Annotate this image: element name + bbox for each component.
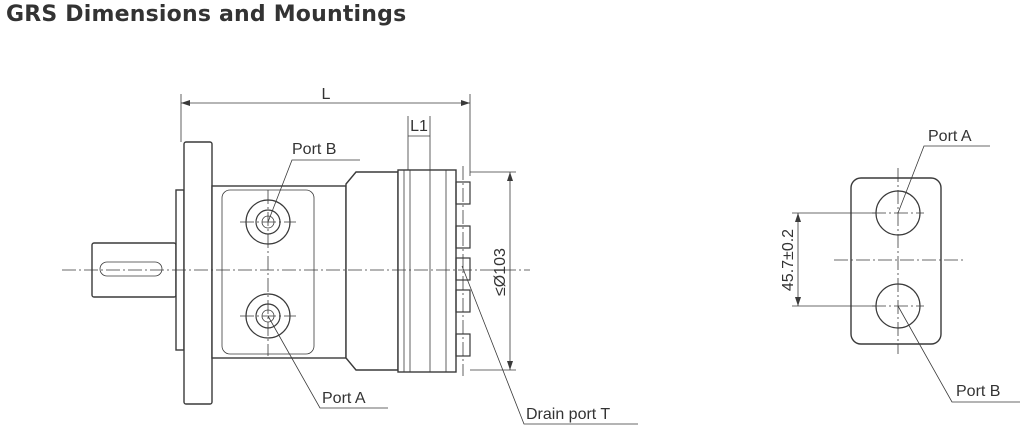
dim-spacing-text: 45.7±0.2 <box>780 229 797 291</box>
end-cover <box>397 169 457 373</box>
shaft-keyway <box>99 261 163 277</box>
side-label-port-b: Port B <box>956 383 1000 400</box>
callout-port-b: Port B <box>267 141 360 223</box>
gerotor-housing <box>345 171 399 371</box>
dimension-length: L <box>180 86 471 176</box>
side-callout-port-a: Port A <box>897 128 990 214</box>
dimension-diameter: ≤Ø103 <box>470 171 516 371</box>
port-housing <box>211 185 347 359</box>
label-drain-port: Drain port T <box>526 406 610 423</box>
side-callout-port-b: Port B <box>897 305 1020 403</box>
port-face-plate <box>850 177 942 345</box>
dimension-l1: L1 <box>407 116 431 170</box>
page-title: GRS Dimensions and Mountings <box>6 2 407 27</box>
side-view: 45.7±0.2 Port A Port B <box>780 128 1020 403</box>
label-port-b: Port B <box>292 141 336 158</box>
side-label-port-a: Port A <box>928 128 972 145</box>
label-port-a: Port A <box>322 390 366 407</box>
dim-diameter-text: ≤Ø103 <box>492 248 509 296</box>
dim-length-text: L <box>322 86 331 103</box>
callout-port-a: Port A <box>267 315 388 409</box>
callout-drain-port: Drain port T <box>461 265 638 425</box>
mounting-flange <box>183 141 213 405</box>
main-view: L L1 ≤Ø103 Port B Port A <box>62 86 638 425</box>
dimension-port-spacing: 45.7±0.2 <box>780 212 876 307</box>
dim-l1-text: L1 <box>410 118 428 135</box>
